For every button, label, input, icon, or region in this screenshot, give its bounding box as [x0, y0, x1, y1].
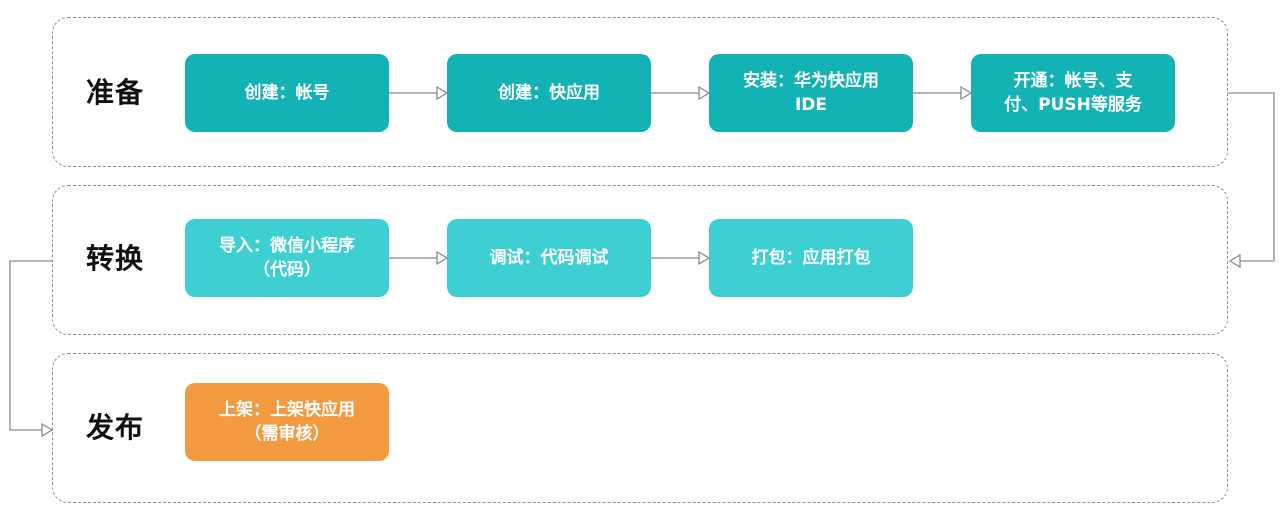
stage-label-prepare: 准备 — [86, 76, 145, 109]
stage-panel-prepare — [52, 17, 1228, 167]
arrow-head — [436, 85, 449, 101]
stage-panel-convert — [52, 185, 1228, 335]
stage-panel-publish — [52, 353, 1228, 503]
arrow-head — [436, 250, 449, 266]
step-install-ide: 安装：华为快应用 IDE — [709, 54, 913, 132]
stage-connector-right — [1228, 92, 1275, 262]
step-import-code: 导入：微信小程序 （代码） — [185, 219, 389, 297]
arrow-head — [1228, 253, 1241, 269]
step-create-account: 创建：帐号 — [185, 54, 389, 132]
stage-connector-left — [9, 260, 52, 431]
step-create-quickapp: 创建：快应用 — [447, 54, 651, 132]
arrow-head — [698, 250, 711, 266]
step-enable-services: 开通：帐号、支 付、PUSH等服务 — [971, 54, 1175, 132]
step-publish-app: 上架：上架快应用 （需审核） — [185, 383, 389, 461]
arrow-head — [960, 85, 973, 101]
step-package-app: 打包：应用打包 — [709, 219, 913, 297]
arrow-head — [698, 85, 711, 101]
arrow-head — [41, 422, 54, 438]
stage-label-convert: 转换 — [86, 242, 145, 275]
step-debug-code: 调试：代码调试 — [447, 219, 651, 297]
stage-label-publish: 发布 — [86, 411, 145, 444]
